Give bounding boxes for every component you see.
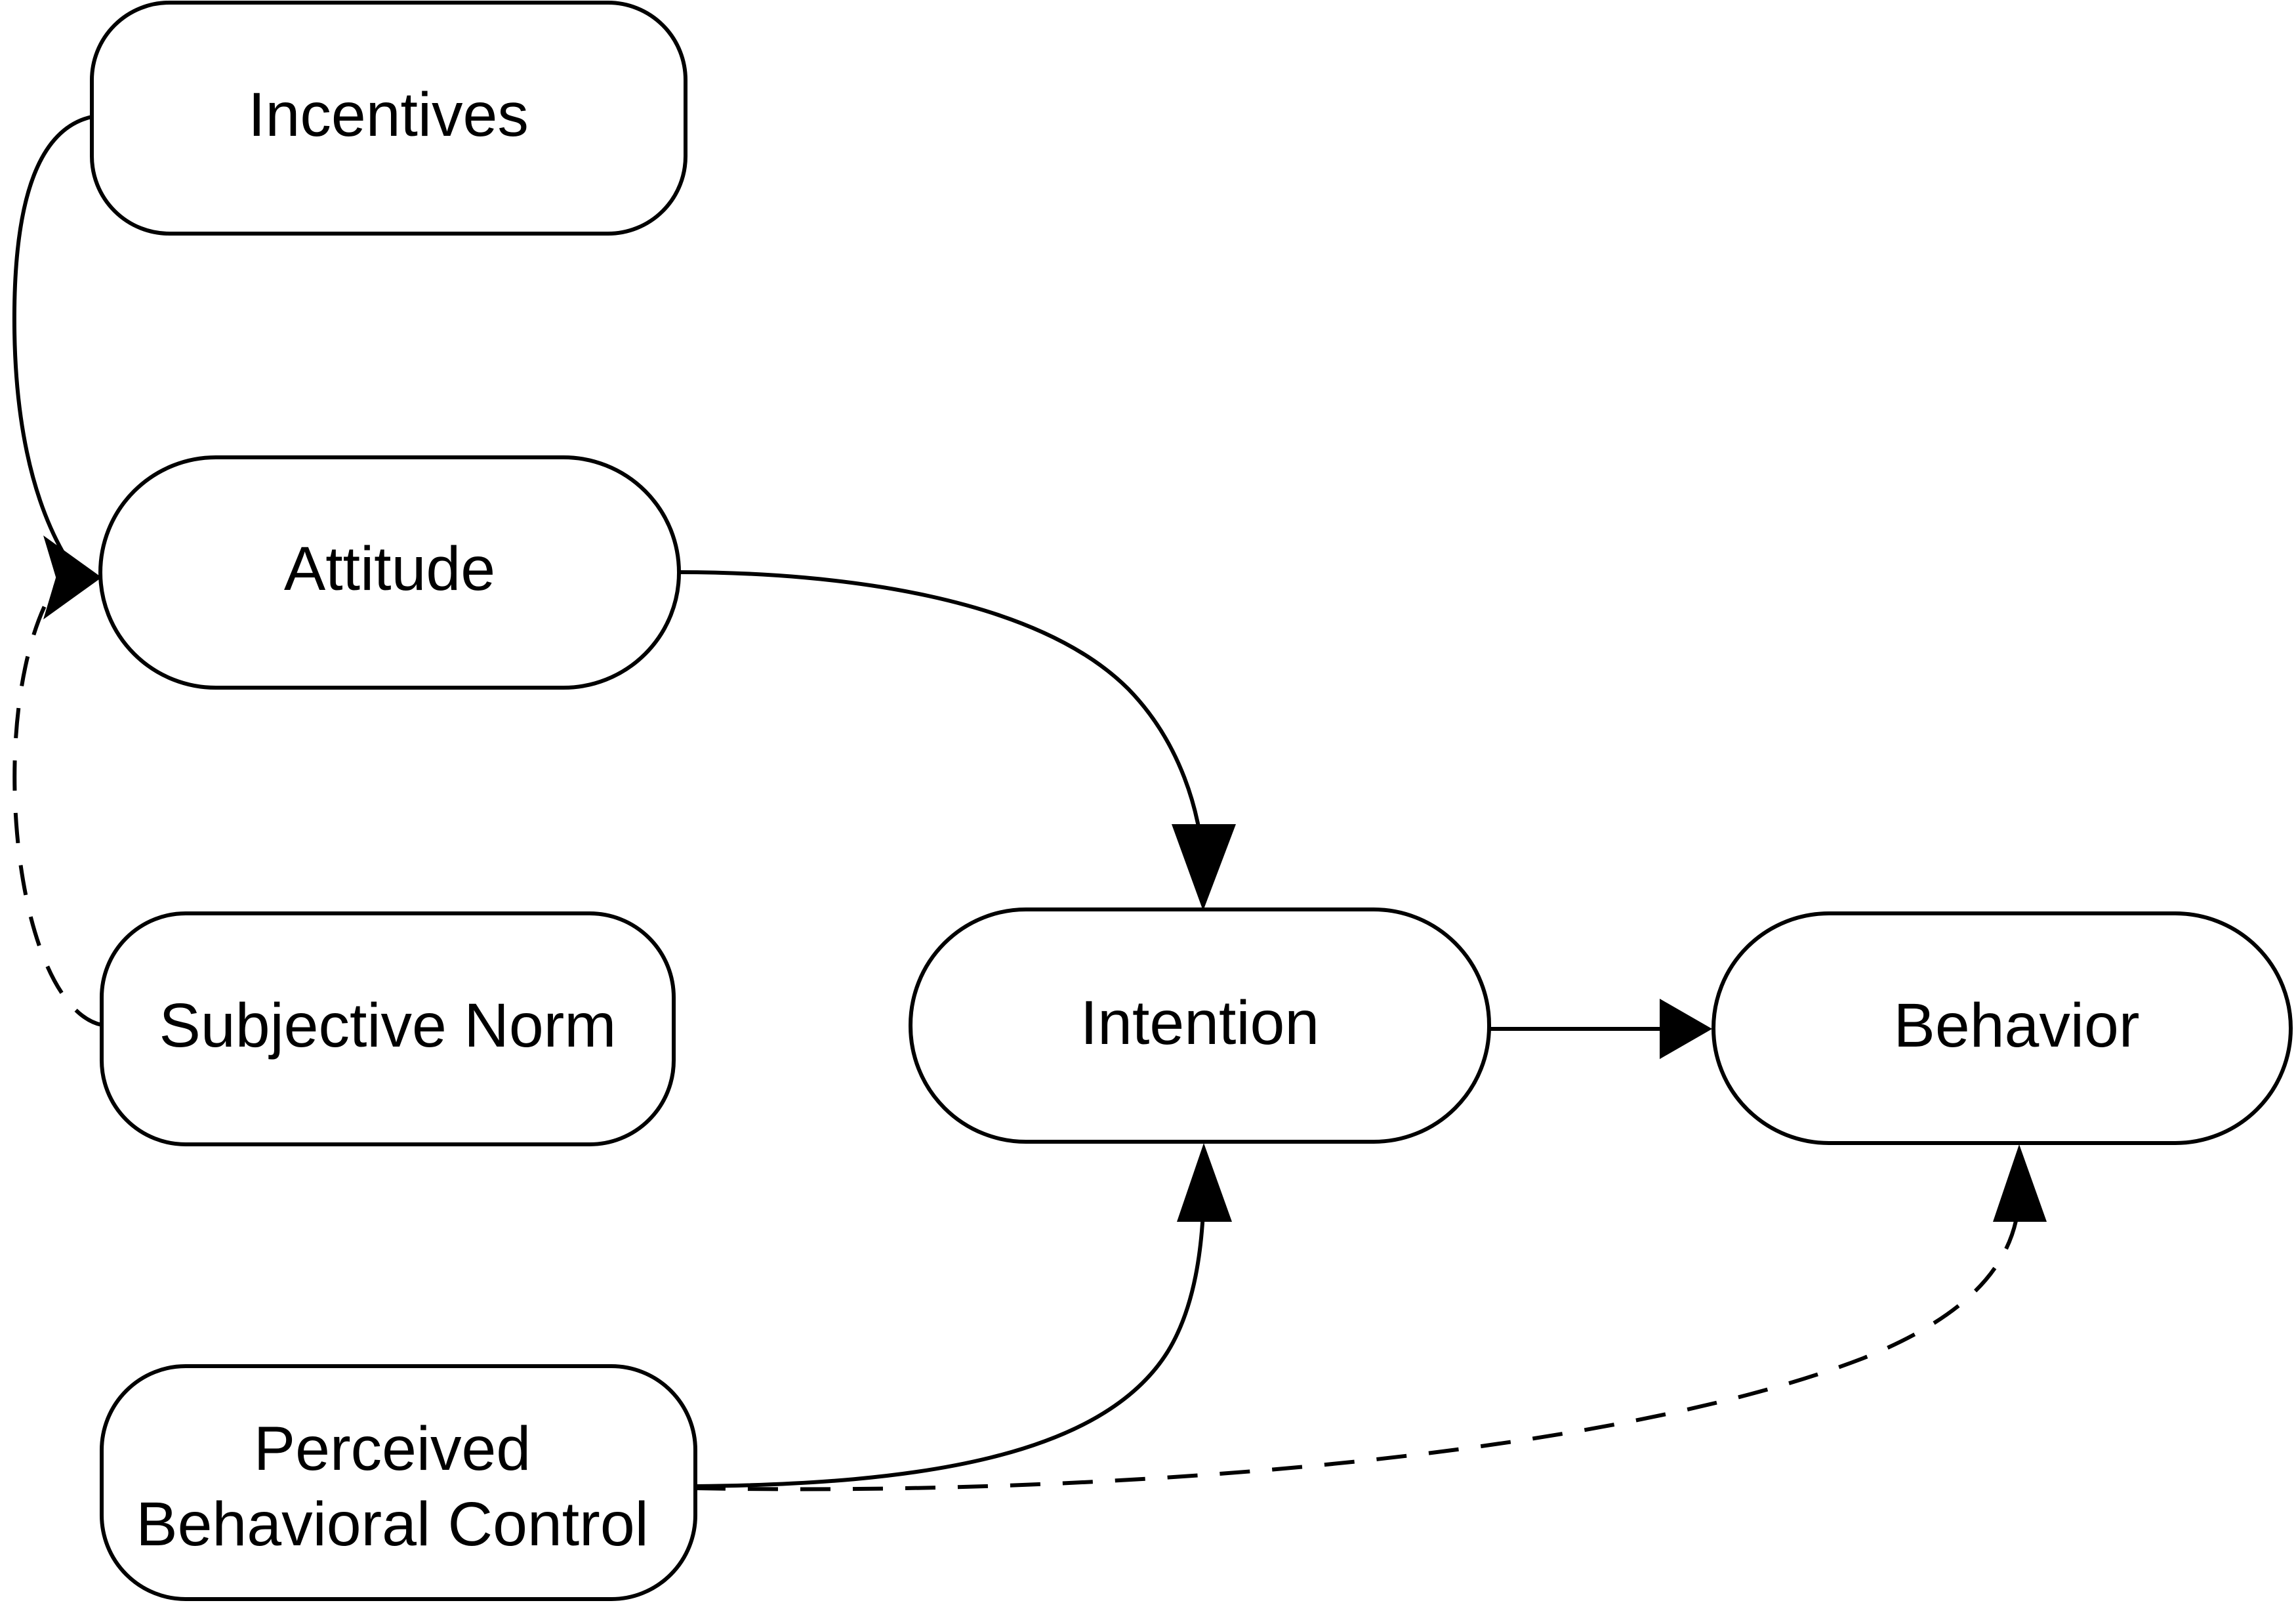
edges-layer: [12, 115, 2047, 1491]
edge-pbc-to-behavior[interactable]: [695, 1144, 2047, 1491]
node-incentives-label: Incentives: [248, 80, 529, 150]
edge-incentives-to-attitude-line: [12, 115, 92, 554]
node-subjective-norm[interactable]: Subjective Norm: [100, 911, 676, 1146]
node-behavior-shape: [1712, 911, 2293, 1145]
edge-subjective-norm-to-attitude-line: [12, 581, 102, 1027]
arrowhead-pbc-to-intention: [1177, 1143, 1232, 1222]
edge-pbc-to-intention-line: [695, 1195, 1206, 1488]
arrowhead-attitude-to-intention: [1172, 824, 1236, 911]
node-intention-label: Intention: [1080, 988, 1319, 1058]
arrowhead-subjective-norm-to-attitude: [43, 554, 102, 619]
node-intention[interactable]: Intention: [909, 907, 1491, 1144]
node-behavior[interactable]: Behavior: [1712, 911, 2293, 1145]
edge-intention-to-behavior[interactable]: [1489, 999, 1712, 1059]
node-perceived-behavioral-control[interactable]: Perceived Behavioral Control: [100, 1364, 697, 1601]
arrowhead-intention-to-behavior: [1660, 999, 1712, 1059]
edge-subjective-norm-to-attitude[interactable]: [12, 554, 102, 1027]
node-intention-shape: [909, 907, 1491, 1144]
edge-pbc-to-behavior-line: [695, 1198, 2021, 1491]
node-incentives-shape: [90, 1, 687, 236]
edge-attitude-to-intention[interactable]: [678, 570, 1236, 911]
edge-incentives-to-attitude[interactable]: [12, 115, 102, 601]
node-perceived-behavioral-control-label-line2: Behavioral Control: [136, 1490, 649, 1559]
edge-pbc-to-intention[interactable]: [695, 1143, 1232, 1488]
node-perceived-behavioral-control-shape: [100, 1364, 697, 1601]
edge-attitude-to-intention-line: [678, 570, 1205, 864]
node-subjective-norm-shape: [100, 911, 676, 1146]
nodes-layer: Incentives Attitude Subjective Norm Inte…: [90, 1, 2293, 1601]
node-attitude-label: Attitude: [284, 534, 495, 604]
node-behavior-label: Behavior: [1894, 991, 2140, 1060]
node-perceived-behavioral-control-label-line1: Perceived: [254, 1414, 531, 1484]
node-incentives[interactable]: Incentives: [90, 1, 687, 236]
node-subjective-norm-label: Subjective Norm: [159, 991, 617, 1060]
node-attitude-shape: [98, 455, 681, 690]
arrowhead-pbc-to-behavior: [1993, 1144, 2047, 1222]
node-attitude[interactable]: Attitude: [98, 455, 681, 690]
